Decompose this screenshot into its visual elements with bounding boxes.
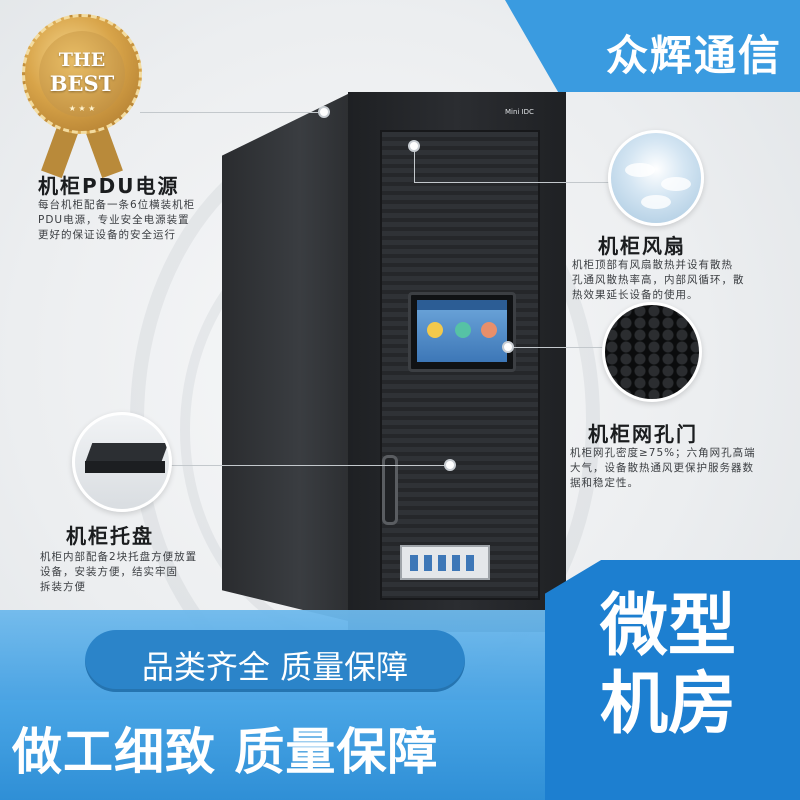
screen-gauge-icon (455, 322, 471, 338)
callout-dot-tray (444, 459, 456, 471)
badge-line1: THE (58, 49, 106, 71)
pdu-socket (438, 555, 446, 571)
tray-feature-image (72, 412, 172, 512)
pdu-socket (424, 555, 432, 571)
mesh-title: 机柜网孔门 (588, 422, 698, 446)
fan-description: 机柜顶部有风扇散热并设有散热 孔通风散热率高，内部风循环，散 热效果延长设备的使… (572, 258, 745, 303)
pdu-desc-line: 每台机柜配备一条6位横装机柜 (38, 199, 196, 211)
pdu-desc-line: PDU电源，专业安全电源装置 (38, 214, 190, 226)
pill-slogan: 品类齐全 质量保障 (141, 648, 409, 686)
cabinet-logo: Mini IDC (505, 108, 534, 116)
mesh-door-feature-image (602, 302, 702, 402)
fan-title: 机柜风扇 (598, 234, 686, 258)
pdu-socket (452, 555, 460, 571)
mesh-description: 机柜网孔密度≥75%；六角网孔高端 大气，设备散热通风更保护服务器数 据和稳定性… (570, 446, 756, 491)
fan-desc-line: 孔通风散热率高，内部风循环，散 (572, 274, 745, 286)
screen-gauge-icon (427, 322, 443, 338)
tray-description: 机柜内部配备2块托盘方便放置 设备，安装方便，结实牢固 拆装方便 (40, 550, 197, 595)
badge-inner-seal: THE BEST ★ ★ ★ (39, 31, 125, 117)
callout-dot-pdu (318, 106, 330, 118)
pdu-title: 机柜PDU电源 (38, 174, 180, 198)
product-name-box (545, 560, 800, 800)
brand-name: 众辉通信 (605, 31, 782, 80)
callout-line-pdu (140, 112, 325, 113)
the-best-badge: THE BEST ★ ★ ★ (22, 14, 142, 134)
fan-feature-image (608, 130, 704, 226)
tray-desc-line: 机柜内部配备2块托盘方便放置 (40, 551, 198, 563)
touch-screen-display (417, 300, 507, 362)
brand-banner (505, 0, 800, 92)
product-name-line1: 微型 (600, 587, 737, 666)
mesh-desc-line: 机柜网孔密度≥75%；六角网孔高端 (570, 447, 756, 459)
slogan-pill: 品类齐全 质量保障 (85, 630, 465, 692)
main-slogan: 做工细致 质量保障 (12, 723, 439, 781)
screen-header-bar (417, 300, 507, 310)
product-name: 微型 机房 (600, 588, 790, 744)
tray-title: 机柜托盘 (66, 524, 154, 548)
tray-icon (85, 443, 169, 461)
badge-stars-icon: ★ ★ ★ (68, 104, 96, 113)
fan-desc-line: 机柜顶部有风扇散热并设有散热 (572, 259, 733, 271)
fan-icon (661, 177, 691, 191)
fan-icon (625, 163, 655, 177)
mesh-desc-line: 大气，设备散热通风更保护服务器数 (570, 462, 754, 474)
pdu-description: 每台机柜配备一条6位横装机柜 PDU电源，专业安全电源装置 更好的保证设备的安全… (38, 198, 195, 243)
callout-line-fan (414, 182, 610, 183)
mesh-desc-line: 据和稳定性。 (570, 477, 639, 489)
product-name-line2: 机房 (600, 665, 737, 744)
cabinet-side-panel (222, 92, 352, 622)
door-handle (382, 455, 398, 525)
fan-desc-line: 热效果延长设备的使用。 (572, 289, 699, 301)
pdu-socket (466, 555, 474, 571)
callout-dot-mesh (502, 341, 514, 353)
tray-base-icon (85, 461, 165, 473)
fan-icon (641, 195, 671, 209)
pdu-power-strip (400, 545, 490, 580)
screen-gauge-icon (481, 322, 497, 338)
pdu-socket (410, 555, 418, 571)
pdu-desc-line: 更好的保证设备的安全运行 (38, 229, 176, 241)
callout-line-tray (160, 465, 450, 466)
tray-desc-line: 设备，安装方便，结实牢固 (40, 566, 178, 578)
tray-desc-line: 拆装方便 (40, 581, 86, 593)
callout-dot-fan (408, 140, 420, 152)
callout-line-mesh (508, 347, 608, 348)
callout-line-fan-vertical (414, 148, 415, 182)
badge-line2: BEST (49, 71, 115, 96)
